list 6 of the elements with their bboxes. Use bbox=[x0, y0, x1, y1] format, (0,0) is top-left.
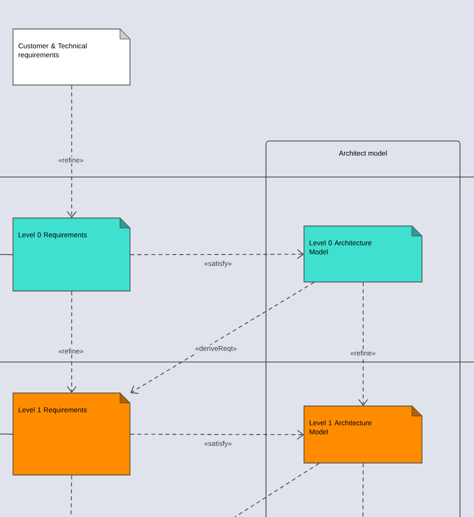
arrow bbox=[130, 282, 314, 394]
arrow bbox=[66, 291, 77, 393]
arrow bbox=[66, 85, 77, 218]
arrow bbox=[130, 430, 304, 440]
arrow bbox=[358, 282, 368, 406]
arrow bbox=[130, 249, 304, 260]
